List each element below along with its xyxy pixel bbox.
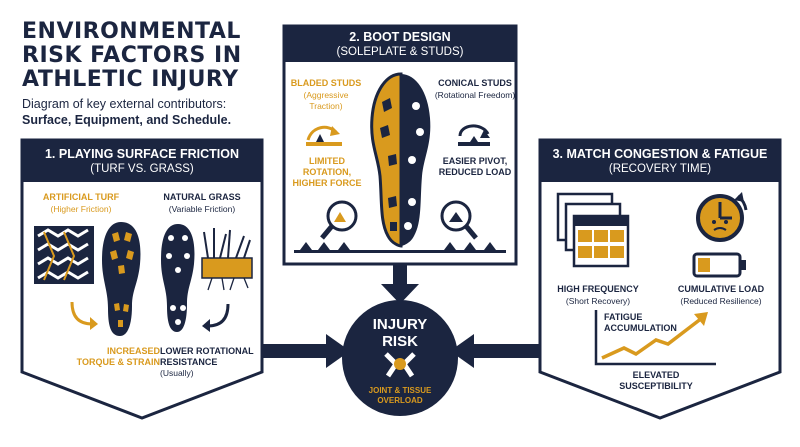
- grass-roots-icon: [201, 228, 253, 291]
- grass-arrow-icon: [202, 303, 230, 332]
- bladed-effect-line-2: HIGHER FORCE: [292, 178, 362, 188]
- knee-joint-icon: [384, 352, 416, 378]
- conical-sublabel: (Rotational Freedom): [434, 90, 516, 100]
- subtitle-items: Surface, Equipment, and Schedule.: [22, 113, 232, 127]
- injury-risk-label: INJURY RISK: [342, 316, 458, 350]
- turf-effect-line-2: TORQUE & STRAIN: [76, 357, 160, 367]
- conical-label: CONICAL STUDS: [438, 78, 512, 88]
- conical-pivot-icon: [458, 124, 490, 146]
- turf-boot-sole-icon: [102, 222, 141, 336]
- right-arrowhead: [450, 334, 474, 368]
- panel-1-subheading: (TURF VS. GRASS): [90, 163, 194, 175]
- bladed-sublabel: (Aggressive Traction): [303, 90, 349, 111]
- panel-3-header: 3. MATCH CONGESTION & FATIGUE (RECOVERY …: [540, 140, 780, 182]
- fatigue-line-2: ACCUMULATION: [604, 323, 677, 333]
- load-sublabel: (Reduced Resilience): [680, 296, 762, 306]
- grass-sublabel: (Variable Friction): [168, 204, 236, 214]
- page-title: ENVIRONMENTAL RISK FACTORS IN ATHLETIC I…: [22, 20, 272, 92]
- ground-studs-icon: [294, 242, 506, 253]
- title-line-3: ATHLETIC INJURY: [22, 67, 239, 92]
- grass-effect-line-3: (Usually): [160, 368, 194, 378]
- panel-3-heading: 3. MATCH CONGESTION & FATIGUE: [552, 147, 768, 161]
- grass-effect-line-1: LOWER ROTATIONAL: [160, 346, 254, 356]
- panel-2-subheading: (SOLEPLATE & STUDS): [336, 46, 464, 58]
- freq-sublabel: (Short Recovery): [565, 296, 631, 306]
- conical-effect: EASIER PIVOT, REDUCED LOAD: [436, 156, 514, 178]
- turf-arrow-icon: [70, 301, 98, 330]
- top-connector: [393, 264, 407, 290]
- panel-3-subheading: (RECOVERY TIME): [608, 163, 712, 175]
- turf-sublabel: (Higher Friction): [50, 204, 112, 214]
- load-label: CUMULATIVE LOAD: [677, 284, 765, 294]
- title-line-2: RISK FACTORS IN: [22, 43, 242, 68]
- injury-risk-sub: JOINT & TISSUE OVERLOAD: [356, 386, 444, 406]
- turf-effect: INCREASED TORQUE & STRAIN: [60, 346, 160, 368]
- left-arrowhead: [326, 334, 350, 368]
- injury-risk-line-1: INJURY: [372, 316, 428, 333]
- panel-1-heading: 1. PLAYING SURFACE FRICTION: [44, 147, 239, 161]
- fatigue-line-1: FATIGUE: [604, 312, 643, 322]
- bladed-effect: LIMITED ROTATION, HIGHER FORCE: [288, 156, 366, 189]
- grass-label: NATURAL GRASS: [163, 192, 241, 202]
- grass-effect: LOWER ROTATIONAL RESISTANCE (Usually): [160, 346, 260, 379]
- subtitle-prefix: Diagram of key external contributors:: [22, 97, 227, 111]
- turf-effect-line-1: INCREASED: [106, 346, 160, 356]
- elevated-label: ELEVATED SUSCEPTIBILITY: [596, 370, 716, 392]
- calendar-stack-icon: [556, 192, 630, 268]
- left-connector: [262, 344, 330, 358]
- magnifier-bladed-icon: [320, 200, 358, 240]
- clock-face-icon: [696, 192, 748, 242]
- injury-risk-line-2: RISK: [382, 333, 418, 350]
- panel-2-heading: 2. BOOT DESIGN: [349, 30, 451, 44]
- bladed-label: BLADED STUDS: [290, 78, 362, 88]
- title-line-1: ENVIRONMENTAL: [22, 19, 241, 44]
- grass-effect-line-2: RESISTANCE: [160, 357, 218, 367]
- freq-label: HIGH FREQUENCY: [557, 284, 639, 294]
- panel-1-header: 1. PLAYING SURFACE FRICTION (TURF VS. GR…: [22, 140, 262, 182]
- trend-line-icon: [594, 310, 716, 366]
- conical-effect-line-2: REDUCED LOAD: [438, 167, 512, 177]
- turf-label: ARTIFICIAL TURF: [42, 192, 120, 202]
- battery-icon: [692, 252, 746, 278]
- page-subtitle: Diagram of key external contributors: Su…: [22, 96, 272, 128]
- grass-boot-sole-icon: [161, 224, 195, 332]
- bladed-force-icon: [306, 125, 342, 146]
- elevated-line-2: SUSCEPTIBILITY: [619, 381, 693, 391]
- panel-2-header: 2. BOOT DESIGN (SOLEPLATE & STUDS): [284, 26, 516, 62]
- elevated-line-1: ELEVATED: [632, 370, 680, 380]
- injury-risk-sub-line-1: JOINT & TISSUE: [368, 386, 432, 395]
- fatigue-label: FATIGUE ACCUMULATION: [604, 312, 694, 334]
- bladed-effect-line-1: LIMITED ROTATION,: [302, 156, 352, 177]
- injury-risk-sub-line-2: OVERLOAD: [377, 396, 423, 405]
- right-connector: [470, 344, 540, 358]
- turf-weave-icon: [34, 226, 94, 284]
- magnifier-conical-icon: [440, 200, 478, 240]
- split-soleplate-icon: [370, 72, 431, 248]
- top-arrowhead: [381, 284, 419, 304]
- conical-effect-line-1: EASIER PIVOT,: [442, 156, 508, 166]
